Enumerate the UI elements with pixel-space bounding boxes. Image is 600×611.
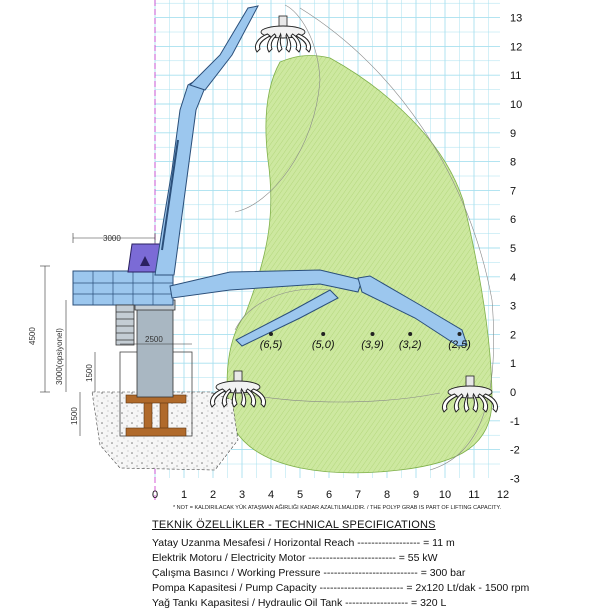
x-tick-label: 1 [181, 489, 187, 501]
dim-height-1500-a: 1500 [85, 364, 94, 382]
horizontal-stick [357, 275, 468, 347]
y-tick-label: 9 [510, 128, 516, 140]
polyp-grab-right [441, 375, 499, 413]
y-tick-label: 10 [510, 99, 522, 111]
spec-row-oil-tank: Yağ Tankı Kapasitesi / Hydraulic Oil Tan… [152, 597, 447, 609]
y-tick-label: 13 [510, 13, 522, 25]
platform-rails [73, 271, 173, 305]
capacity-label: (2,5) [448, 339, 471, 351]
polyp-grab-top [254, 15, 312, 53]
grab-tine [266, 33, 277, 53]
grab-tine [245, 388, 257, 408]
polyp-grab-left [209, 370, 267, 408]
lower-stick [235, 289, 339, 347]
capacity-label: (5,0) [312, 339, 335, 351]
capacity-point [370, 332, 375, 336]
y-tick-label: 5 [510, 243, 516, 255]
y-tick-label: 7 [510, 185, 516, 197]
y-tick-label: 3 [510, 301, 516, 313]
spec-row-reach: Yatay Uzanma Mesafesi / Horizontal Reach… [152, 537, 455, 549]
y-tick-label: -3 [510, 473, 520, 485]
grab-tine [250, 388, 267, 408]
pedestal-column [136, 304, 174, 398]
cabin-logo [140, 256, 150, 266]
grab-tine [441, 393, 458, 413]
grab-tine [290, 33, 302, 53]
y-tick-label: 8 [510, 157, 516, 169]
y-tick-label: 4 [510, 272, 516, 284]
x-tick-label: 6 [326, 489, 332, 501]
x-tick-label: 10 [439, 489, 451, 501]
x-tick-label: 7 [355, 489, 361, 501]
capacity-point [457, 332, 462, 336]
grab-tine [276, 32, 283, 53]
spec-row-pressure: Çalışma Basıncı / Working Pressure -----… [152, 567, 466, 579]
stick-boom-upper [189, 5, 259, 91]
note: * NOT = KALDIRILACAK YÜK ATAŞMAN AĞIRLIĞ… [173, 504, 501, 511]
x-tick-label: 5 [297, 489, 303, 501]
dim-pedestal-width: 2500 [145, 335, 163, 344]
capacity-label: (6,5) [260, 339, 283, 351]
grab-tine [453, 393, 464, 413]
y-tick-label: 12 [510, 41, 522, 53]
capacity-point [321, 332, 326, 336]
y-tick-label: 1 [510, 358, 516, 370]
grab-tine [295, 33, 312, 53]
spec-row-pump: Pompa Kapasitesi / Pump Capacity -------… [152, 582, 530, 594]
grab-tine [221, 388, 232, 408]
y-tick-label: -1 [510, 416, 520, 428]
dim-height-total: 4500 [28, 327, 37, 345]
capacity-point [269, 332, 273, 336]
ladder [115, 304, 135, 346]
x-tick-label: 8 [384, 489, 390, 501]
technical-specifications: TEKNİK ÖZELLİKLER - TECHNICAL SPECIFICAT… [152, 518, 592, 611]
capacity-points: (6,5) (5,0) (3,9) (3,2) (2,5) [260, 332, 471, 351]
grab-tine [231, 387, 238, 408]
grab-tine [463, 392, 470, 413]
grab-tine [209, 388, 226, 408]
dimension-lines [40, 233, 192, 436]
dim-width-top: 3000 [103, 234, 121, 243]
grab-tine [254, 33, 271, 53]
y-tick-label: 2 [510, 329, 516, 341]
grab-tine [472, 392, 479, 413]
x-tick-label: 3 [239, 489, 245, 501]
y-tick-label: 0 [510, 387, 516, 399]
y-tick-label: 6 [510, 214, 516, 226]
x-tick-label: 11 [468, 489, 479, 501]
hydraulic-cylinder [161, 139, 179, 251]
horizontal-boom [169, 269, 363, 299]
grab-tine [285, 32, 292, 53]
dim-height-optional: 3000(opsiyonel) [55, 328, 64, 385]
working-zone [226, 55, 493, 474]
x-tick-label: 12 [497, 489, 509, 501]
specs-title: TEKNİK ÖZELLİKLER - TECHNICAL SPECIFICAT… [152, 519, 436, 531]
grab-tine [477, 393, 489, 413]
capacity-label: (3,2) [399, 339, 422, 351]
x-tick-label: 9 [413, 489, 419, 501]
capacity-point [408, 332, 413, 336]
x-tick-label: 2 [210, 489, 216, 501]
platform-frame [72, 270, 174, 306]
spec-row-motor: Elektrik Motoru / Electricity Motor ----… [152, 552, 438, 564]
x-tick-label: 0 [152, 489, 158, 501]
grab-tine [482, 393, 499, 413]
grab-tine [240, 387, 247, 408]
foundation-flange-low [125, 427, 187, 437]
y-tick-label: 11 [510, 70, 521, 82]
capacity-label: (3,9) [361, 339, 384, 351]
x-tick-label: 4 [268, 489, 274, 501]
dim-height-1500-b: 1500 [70, 407, 79, 425]
y-tick-label: -2 [510, 445, 520, 457]
